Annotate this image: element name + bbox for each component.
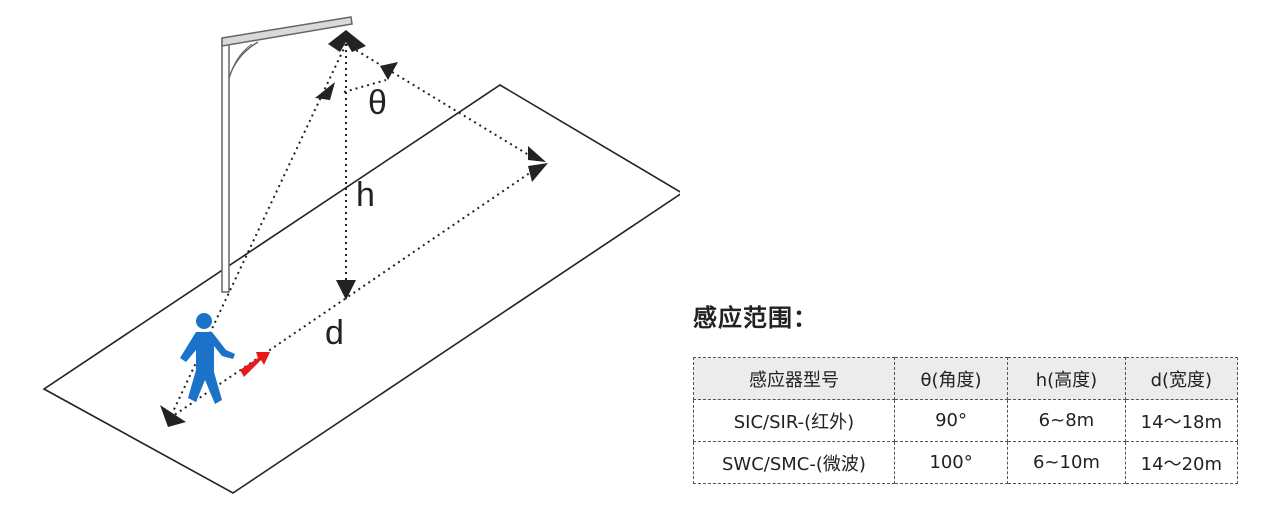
d-label: d bbox=[325, 314, 344, 352]
header-width: d(宽度) bbox=[1124, 357, 1239, 400]
light-arm bbox=[221, 16, 353, 47]
sensing-range-title: 感应范围： bbox=[693, 304, 818, 332]
sensing-range-table: 感应器型号 θ(角度) h(高度) d(宽度) SIC/SIR-(红外) 90°… bbox=[693, 357, 1239, 484]
header-model: 感应器型号 bbox=[693, 357, 895, 400]
far-end-marker bbox=[528, 146, 546, 162]
h-arrow-head bbox=[336, 280, 356, 300]
far-end-marker-lower bbox=[528, 163, 548, 182]
table-row: SWC/SMC-(微波) 100° 6~10m 14〜20m bbox=[693, 441, 1239, 484]
cell-angle: 100° bbox=[893, 441, 1009, 484]
cell-width: 14〜18m bbox=[1124, 399, 1239, 442]
cell-width: 14〜20m bbox=[1124, 441, 1239, 484]
cell-angle: 90° bbox=[893, 399, 1009, 442]
cell-height: 6~10m bbox=[1007, 441, 1126, 484]
cell-model: SIC/SIR-(红外) bbox=[693, 399, 895, 442]
sensor-head bbox=[328, 30, 366, 52]
table-header-row: 感应器型号 θ(角度) h(高度) d(宽度) bbox=[693, 357, 1239, 400]
header-angle: θ(角度) bbox=[893, 357, 1009, 400]
h-label: h bbox=[356, 176, 375, 214]
cell-model: SWC/SMC-(微波) bbox=[693, 441, 895, 484]
header-height: h(高度) bbox=[1007, 357, 1126, 400]
theta-angle-arc bbox=[315, 62, 398, 100]
walking-direction-arrow bbox=[240, 352, 270, 377]
light-pole bbox=[221, 39, 230, 293]
ground-plane bbox=[42, 84, 680, 494]
table-row: SIC/SIR-(红外) 90° 6~8m 14〜18m bbox=[693, 399, 1239, 442]
person-icon bbox=[180, 313, 235, 404]
street-light-sensor-diagram: θ h d bbox=[42, 16, 680, 494]
detection-beams bbox=[169, 43, 538, 419]
cell-height: 6~8m bbox=[1007, 399, 1126, 442]
near-end-marker bbox=[160, 405, 186, 427]
theta-label: θ bbox=[368, 84, 387, 122]
light-arm-bracket bbox=[228, 41, 259, 79]
